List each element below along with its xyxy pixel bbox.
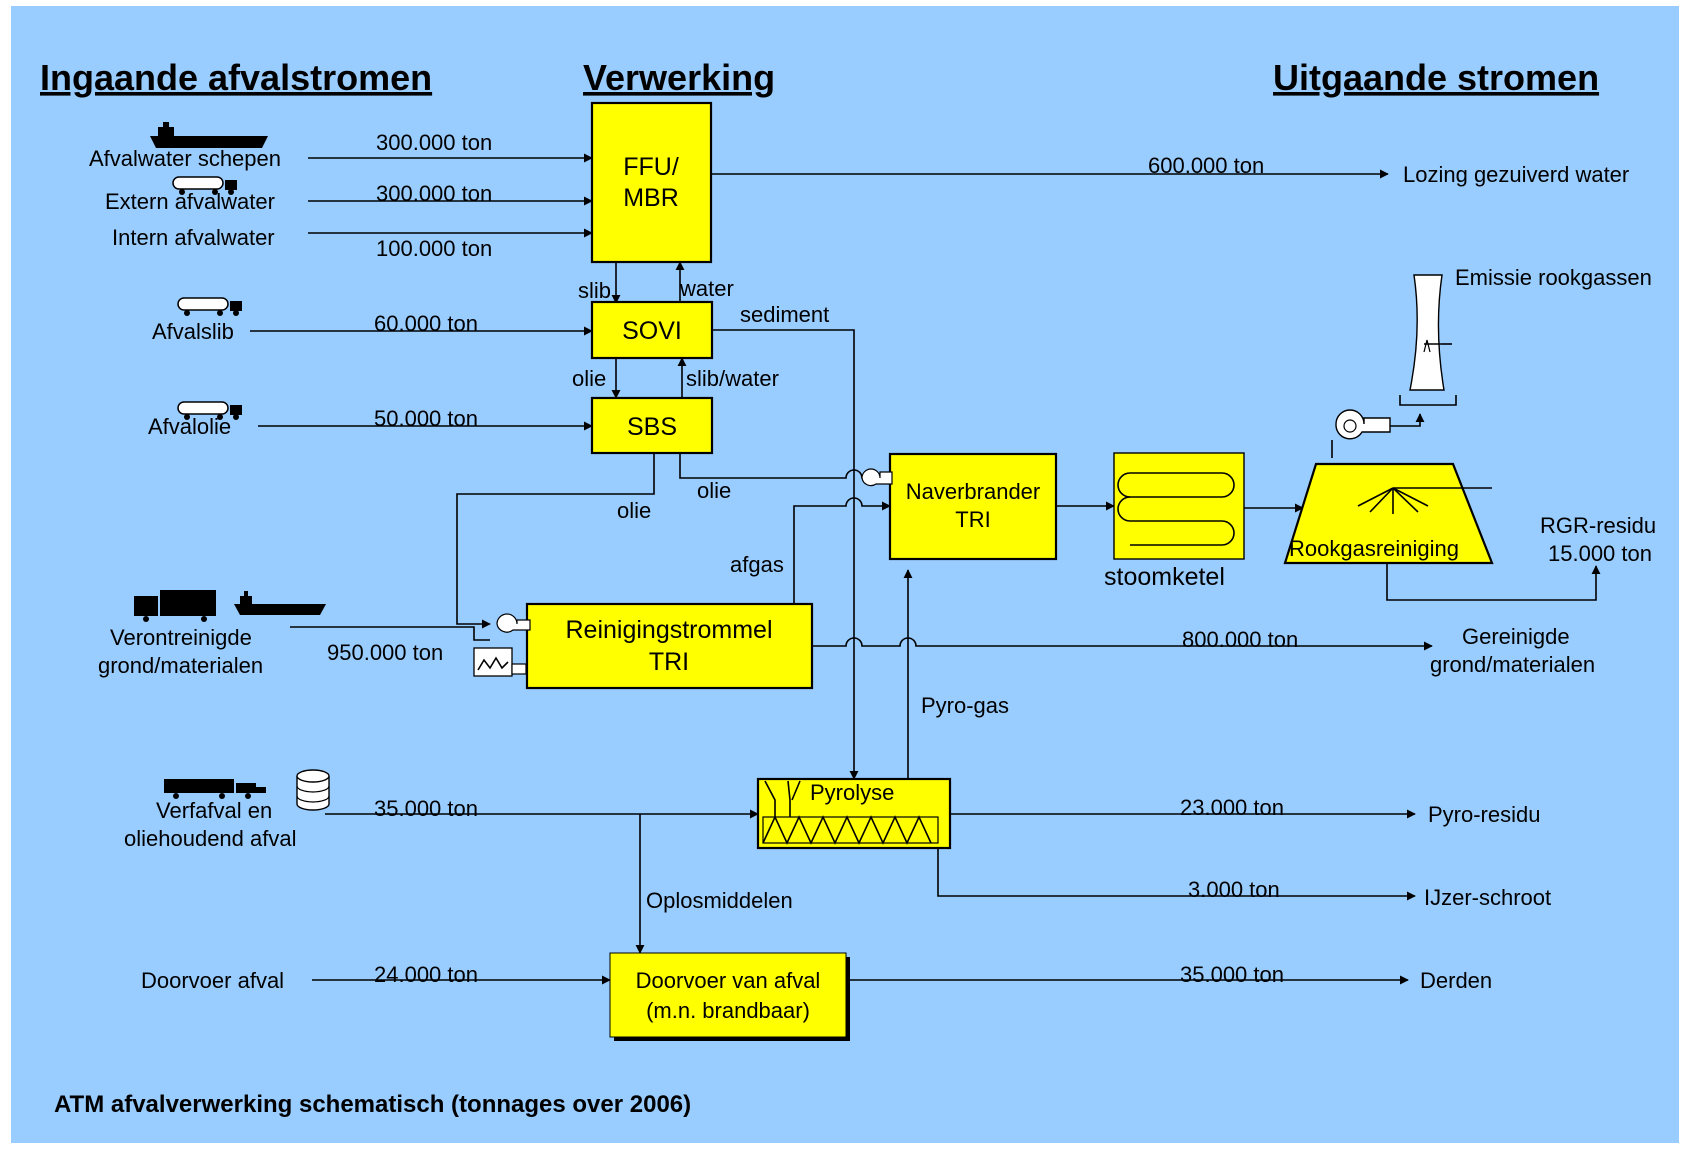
tonnage-gereinigde: 800.000 ton — [1182, 627, 1298, 652]
tonnage-afvalslib: 60.000 ton — [374, 311, 478, 336]
ffu-mbr-box — [590, 101, 713, 264]
heater-icon — [473, 647, 527, 677]
output-pyro-residu: Pyro-residu — [1428, 802, 1540, 827]
flow-slib-water: slib/water — [686, 366, 779, 391]
flow-oplosmiddelen: Oplosmiddelen — [646, 888, 793, 913]
pyrolyse-unit — [756, 777, 952, 850]
flow-afgas: afgas — [730, 552, 784, 577]
tonnage-extern-afvalwater: 300.000 ton — [376, 181, 492, 206]
tonnage-intern-afvalwater: 100.000 ton — [376, 236, 492, 261]
stoomketel-label: stoomketel — [1104, 563, 1225, 591]
spray-nozzle-icon — [1357, 487, 1492, 514]
output-emissie: Emissie rookgassen — [1455, 265, 1652, 290]
header-incoming: Ingaande afvalstromen — [40, 57, 432, 98]
header-processing: Verwerking — [583, 57, 775, 98]
pyrolyse-label: Pyrolyse — [810, 780, 894, 805]
rookgasreiniging-label: Rookgasreiniging — [1289, 536, 1459, 561]
doorvoer-label-1: Doorvoer van afval — [636, 968, 821, 993]
input-afvalwater-schepen: Afvalwater schepen — [89, 146, 281, 171]
naverbrander-label-1: Naverbrander — [906, 479, 1041, 504]
tonnage-pyro-residu: 23.000 ton — [1180, 795, 1284, 820]
sbs-box — [590, 396, 714, 455]
header-outgoing: Uitgaande stromen — [1273, 57, 1599, 98]
output-ijzer: IJzer-schroot — [1424, 885, 1551, 910]
naverbrander-box — [888, 452, 1058, 561]
doorvoer-box — [609, 952, 847, 1038]
doorvoer-label-2: (m.n. brandbaar) — [646, 998, 810, 1023]
tonnage-ijzer: 3.000 ton — [1188, 877, 1280, 902]
input-afvalolie: Afvalolie — [148, 414, 231, 439]
input-grond-line1: Verontreinigde — [110, 625, 252, 650]
barrel-icon — [296, 769, 330, 811]
flow-olie-naverbrander: olie — [697, 478, 731, 503]
chimney-icon — [1399, 274, 1457, 406]
reinigingstrommel-label-1: Reinigingstrommel — [565, 616, 772, 644]
output-rgr-line2: 15.000 ton — [1548, 541, 1652, 566]
ship-icon — [234, 591, 326, 615]
tonnage-afvalolie: 50.000 ton — [374, 406, 478, 431]
input-intern-afvalwater: Intern afvalwater — [112, 225, 275, 250]
connector-lines — [250, 153, 1601, 985]
tonnage-doorvoer: 24.000 ton — [374, 962, 478, 987]
sovi-box — [590, 300, 714, 360]
flow-pyro-gas: Pyro-gas — [921, 693, 1009, 718]
fan-icon — [1335, 409, 1391, 440]
input-verfafval-line2: oliehoudend afval — [124, 826, 296, 851]
mbr-label: MBR — [623, 184, 679, 212]
flow-olie-trommel: olie — [617, 498, 651, 523]
tanker-truck-icon — [177, 297, 242, 316]
tonnage-derden: 35.000 ton — [1180, 962, 1284, 987]
truck-icon — [134, 590, 216, 622]
output-derden: Derden — [1420, 968, 1492, 993]
input-grond-line2: grond/materialen — [98, 653, 263, 678]
flow-slib: slib — [578, 278, 611, 303]
tonnage-grond: 950.000 ton — [327, 640, 443, 665]
output-lozing: Lozing gezuiverd water — [1403, 162, 1629, 187]
stoomketel-unit — [1113, 452, 1245, 560]
tonnage-verfafval: 35.000 ton — [374, 796, 478, 821]
ffu-label: FFU/ — [623, 153, 679, 181]
flow-olie-sovi-sbs: olie — [572, 366, 606, 391]
flow-water: water — [679, 276, 734, 301]
input-afvalslib: Afvalslib — [152, 319, 234, 344]
reinigingstrommel-label-2: TRI — [649, 648, 689, 676]
tanker-truck-icon — [172, 176, 237, 195]
naverbrander-label-2: TRI — [955, 507, 990, 532]
flow-sediment: sediment — [740, 302, 829, 327]
truck-icon — [164, 779, 266, 799]
output-rgr-line1: RGR-residu — [1540, 513, 1656, 538]
naverbrander-burner-icon — [861, 468, 893, 487]
sovi-label: SOVI — [622, 317, 682, 345]
diagram-caption: ATM afvalverwerking schematisch (tonnage… — [54, 1091, 691, 1118]
sbs-label: SBS — [627, 413, 677, 441]
burner-icon — [496, 613, 531, 633]
tanker-truck-icon — [177, 401, 242, 420]
input-doorvoer-afval: Doorvoer afval — [141, 968, 284, 993]
input-verfafval-line1: Verfafval en — [156, 798, 272, 823]
reinigingstrommel-box — [525, 602, 814, 690]
output-gereinigde-line2: grond/materialen — [1430, 652, 1595, 677]
ship-icon — [150, 122, 268, 148]
tonnage-afvalwater-schepen: 300.000 ton — [376, 130, 492, 155]
tonnage-lozing: 600.000 ton — [1148, 153, 1264, 178]
output-gereinigde-line1: Gereinigde — [1462, 624, 1570, 649]
input-extern-afvalwater: Extern afvalwater — [105, 189, 275, 214]
